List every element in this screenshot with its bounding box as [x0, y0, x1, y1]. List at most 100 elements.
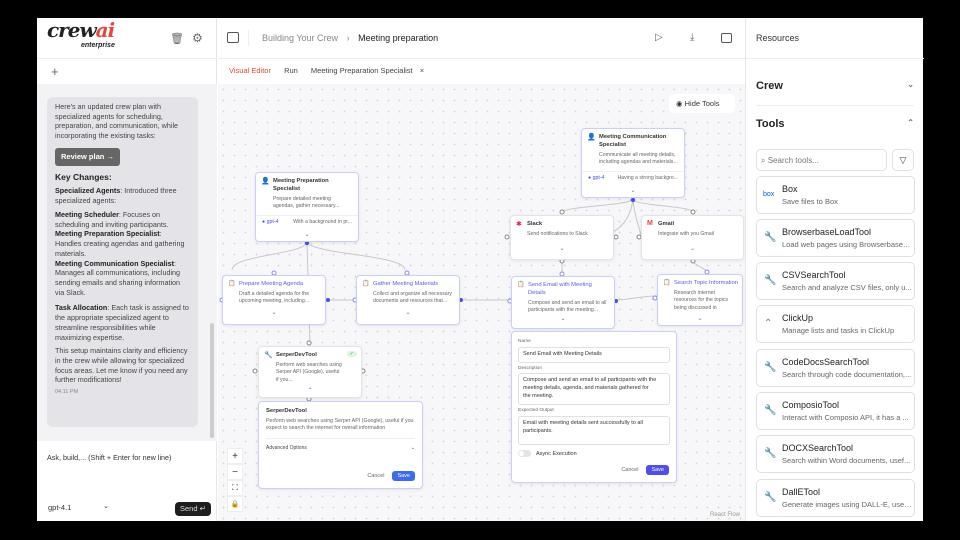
- zoom-out-button[interactable]: −: [227, 464, 243, 480]
- clipboard-icon: 📋: [517, 282, 525, 288]
- wrench-icon: 🔧: [764, 405, 777, 416]
- tab-bar: Visual Editor Run Meeting Preparation Sp…: [229, 66, 424, 75]
- collapse-chevron-icon[interactable]: ⌃: [560, 318, 566, 325]
- resources-title: Resources: [756, 33, 800, 43]
- save-button[interactable]: Save: [392, 471, 415, 481]
- clickup-logo-icon: ⌃: [764, 318, 773, 329]
- send-button[interactable]: Send ↵: [175, 502, 211, 516]
- serper-config-panel: SerperDevTool Perform web searches using…: [258, 401, 423, 489]
- expand-chevron-icon[interactable]: ⌄: [689, 246, 696, 253]
- expand-chevron-icon[interactable]: ⌄: [304, 231, 310, 238]
- react-flow-attribution[interactable]: React Flow: [710, 512, 741, 518]
- message-time: 04:11 PM: [55, 389, 79, 396]
- task-description-textarea[interactable]: Compose and send an email to all partici…: [518, 373, 670, 406]
- edge: [231, 242, 308, 271]
- assistant-message: Here's an updated crew plan with special…: [47, 97, 198, 427]
- review-plan-button[interactable]: Review plan →: [55, 147, 120, 166]
- clipboard-icon: 📋: [362, 281, 370, 287]
- clipboard-icon: 📋: [663, 280, 671, 286]
- async-toggle[interactable]: [518, 450, 531, 458]
- cancel-button[interactable]: Cancel: [621, 467, 639, 473]
- tab-agent[interactable]: Meeting Preparation Specialist: [310, 66, 413, 75]
- expand-chevron-icon[interactable]: ⌄: [697, 316, 703, 323]
- tab-run[interactable]: Run: [284, 66, 298, 75]
- lock-button[interactable]: 🔒: [227, 496, 243, 512]
- tab-visual-editor[interactable]: Visual Editor: [229, 66, 271, 75]
- change-item: Meeting Preparation Specialist: Handles …: [55, 229, 185, 258]
- crew-section-toggle[interactable]: Crew⌄: [756, 80, 914, 92]
- change-item: Meeting Communication Specialist: Manage…: [55, 258, 181, 297]
- chat-scrollbar[interactable]: [210, 323, 214, 438]
- download-icon[interactable]: ⤓: [690, 32, 695, 43]
- chevron-down-icon: ⌄: [103, 503, 109, 510]
- new-chat-plus-icon[interactable]: +: [51, 64, 59, 79]
- chevron-down-icon: ⌄: [907, 80, 914, 89]
- wrench-icon: 🔧: [764, 232, 777, 243]
- expand-chevron-icon[interactable]: ⌄: [271, 309, 277, 316]
- crewai-logo-sub: enterprise: [81, 42, 115, 49]
- panel-toggle-icon[interactable]: [721, 33, 732, 43]
- cancel-button[interactable]: Cancel: [367, 473, 385, 479]
- clipboard-icon: 📋: [228, 281, 236, 287]
- check-badge: ✓: [346, 351, 357, 357]
- tool-search-input[interactable]: ⌕ Search tools...: [756, 149, 887, 171]
- expand-chevron-icon[interactable]: ⌄: [630, 187, 636, 194]
- gear-icon[interactable]: ⚙: [192, 31, 203, 45]
- handle: [613, 234, 619, 240]
- edge: [612, 199, 634, 233]
- edge: [613, 295, 658, 301]
- play-icon[interactable]: ▷: [655, 32, 663, 43]
- breadcrumb: Building Your Crew › Meeting preparation: [262, 33, 439, 43]
- message-intro: Here's an updated crew plan with special…: [55, 102, 179, 141]
- breadcrumb-parent[interactable]: Building Your Crew: [262, 33, 339, 43]
- collapse-chevron-icon[interactable]: ⌃: [307, 388, 313, 395]
- advanced-options-toggle[interactable]: Advanced Options⌄: [266, 445, 415, 452]
- sidebar-toggle-icon[interactable]: [227, 32, 239, 43]
- expand-chevron-icon[interactable]: ⌄: [405, 309, 411, 316]
- wrench-icon: 🔧: [764, 492, 777, 503]
- chat-input[interactable]: Ask, build,... (Shift + Enter for new li…: [43, 446, 212, 494]
- crewai-logo: crewai: [47, 18, 115, 42]
- handle: [306, 340, 312, 346]
- handle: [614, 299, 618, 303]
- expand-chevron-icon[interactable]: ⌄: [559, 246, 565, 253]
- model-select[interactable]: gpt-4.1⌄: [43, 500, 115, 515]
- task-name-input[interactable]: Send Email with Meeting Details: [518, 346, 670, 363]
- trash-icon[interactable]: 🗑: [170, 33, 184, 45]
- expected-output-textarea[interactable]: Email with meeting details sent successf…: [518, 416, 670, 446]
- change-item: Specialized Agents: Introduced three spe…: [55, 186, 177, 206]
- change-item: Task Allocation: Each task is assigned t…: [55, 303, 189, 342]
- hide-tools-button[interactable]: ◉ Hide Tools: [669, 94, 735, 113]
- handle: [326, 298, 330, 302]
- change-item: Meeting Scheduler: Focuses on scheduling…: [55, 209, 169, 229]
- filter-button[interactable]: ▽: [892, 149, 914, 171]
- zoom-in-button[interactable]: +: [227, 448, 243, 464]
- edge: [692, 261, 708, 273]
- tools-section-toggle[interactable]: Tools⌃: [756, 118, 914, 130]
- task-config-panel: Name Send Email with Meeting Details Des…: [511, 331, 677, 483]
- chat-panel: crewai enterprise 🗑 ⚙ + Here's an update…: [37, 18, 217, 521]
- eye-icon: ◉: [676, 99, 683, 108]
- save-button[interactable]: Save: [646, 465, 669, 475]
- close-tab-icon[interactable]: ×: [419, 66, 425, 75]
- fit-view-button[interactable]: ⛶: [227, 480, 243, 496]
- user-icon: 👤: [261, 178, 270, 185]
